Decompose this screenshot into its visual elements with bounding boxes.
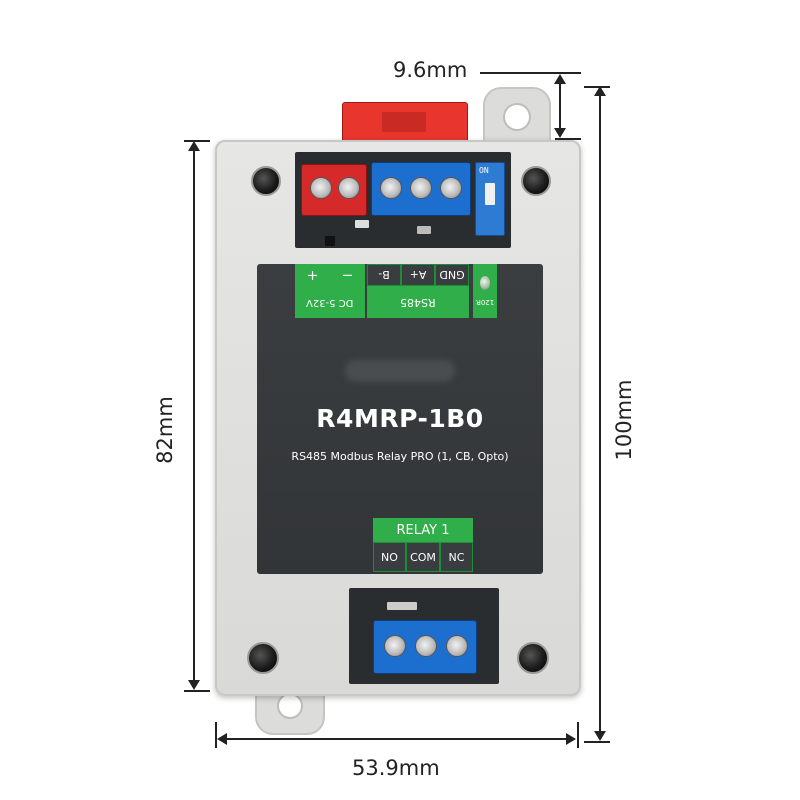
logo-placeholder	[345, 360, 455, 382]
dimension-top-line	[559, 80, 561, 130]
din-rail-clip-tab	[382, 112, 426, 132]
terminal-screw-icon[interactable]	[410, 177, 432, 199]
arrow-left-icon	[217, 733, 227, 745]
arrow-down-icon	[188, 680, 200, 690]
dimension-left-extension-bottom	[184, 690, 210, 692]
pcb-component	[387, 602, 417, 610]
relay-pin-row: NO COM NC	[373, 542, 473, 572]
dimension-left-label: 82mm	[153, 396, 177, 464]
front-label-plate: + − DC 5-32V B- A+ GND RS485 120R R4MRP-…	[257, 264, 543, 574]
arrow-down-icon	[554, 128, 566, 138]
dimension-right-extension-bottom	[584, 741, 610, 743]
terminal-screw-icon[interactable]	[440, 177, 462, 199]
power-terminal-block[interactable]	[301, 164, 367, 216]
rs485-pin-a: A+	[401, 264, 435, 286]
relay-pin-com: COM	[406, 542, 440, 572]
pcb-window-bottom	[349, 588, 499, 684]
terminator-dip-switch[interactable]: ON	[475, 162, 505, 236]
din-rail-clip	[342, 102, 468, 144]
dimension-bottom-label: 53.9mm	[352, 756, 440, 780]
power-pin-minus: −	[341, 267, 354, 283]
terminator-caption: 120R	[475, 298, 495, 306]
rs485-pin-b: B-	[367, 264, 401, 286]
screw-icon	[247, 642, 279, 674]
dimension-top-extension-lower	[555, 138, 581, 140]
relay-pin-no: NO	[373, 542, 406, 572]
arrow-up-icon	[188, 141, 200, 151]
dimension-bottom-extension-right	[577, 722, 579, 748]
rs485-pin-gnd: GND	[435, 264, 469, 286]
relay-title: RELAY 1	[373, 518, 473, 542]
dimension-left-line	[193, 148, 195, 684]
mounting-hole-icon	[277, 693, 303, 719]
arrow-up-icon	[554, 74, 566, 84]
terminal-screw-icon[interactable]	[380, 177, 402, 199]
rs485-terminal-block[interactable]	[371, 162, 471, 216]
dimension-right-line	[599, 94, 601, 735]
power-caption: DC 5-32V	[306, 296, 354, 308]
terminal-screw-icon[interactable]	[446, 635, 468, 657]
model-name: R4MRP-1B0	[316, 404, 484, 433]
relay-pin-nc: NC	[440, 542, 473, 572]
pcb-component	[355, 220, 369, 228]
dimension-bottom-line	[223, 738, 571, 740]
arrow-down-icon	[594, 731, 606, 741]
pcb-component	[325, 236, 335, 246]
power-pin-header: + −	[295, 264, 365, 286]
terminal-screw-icon[interactable]	[415, 635, 437, 657]
rs485-caption-tab: RS485	[367, 286, 469, 318]
model-description: RS485 Modbus Relay PRO (1, CB, Opto)	[291, 450, 509, 463]
led-indicator-icon	[480, 276, 490, 290]
arrow-up-icon	[594, 86, 606, 96]
power-pin-plus: +	[306, 267, 319, 283]
screw-icon	[517, 642, 549, 674]
enclosure: ON + − DC 5-32V B- A+ GND	[215, 140, 581, 696]
dimension-bottom-extension-left	[215, 722, 217, 748]
dip-switch-on-label: ON	[479, 166, 489, 175]
terminator-tab: 120R	[473, 264, 497, 318]
relay-terminal-block[interactable]	[373, 620, 477, 674]
arrow-right-icon	[566, 733, 576, 745]
rs485-caption: RS485	[400, 295, 436, 309]
screw-icon	[251, 166, 281, 196]
dimension-top-leader	[480, 72, 560, 74]
dip-switch-knob[interactable]	[485, 183, 495, 205]
screw-icon	[521, 166, 551, 196]
dimension-right-label: 100mm	[612, 379, 636, 461]
mounting-hole-icon	[503, 103, 531, 131]
power-caption-tab: DC 5-32V	[295, 286, 365, 318]
dimension-top-extension-upper	[555, 72, 581, 74]
dimension-top-label: 9.6mm	[393, 58, 468, 82]
pcb-window-top: ON	[295, 152, 511, 248]
terminal-screw-icon[interactable]	[338, 177, 360, 199]
terminal-screw-icon[interactable]	[310, 177, 332, 199]
pcb-component	[417, 226, 431, 234]
rs485-pin-header: B- A+ GND	[367, 264, 469, 286]
terminal-screw-icon[interactable]	[384, 635, 406, 657]
